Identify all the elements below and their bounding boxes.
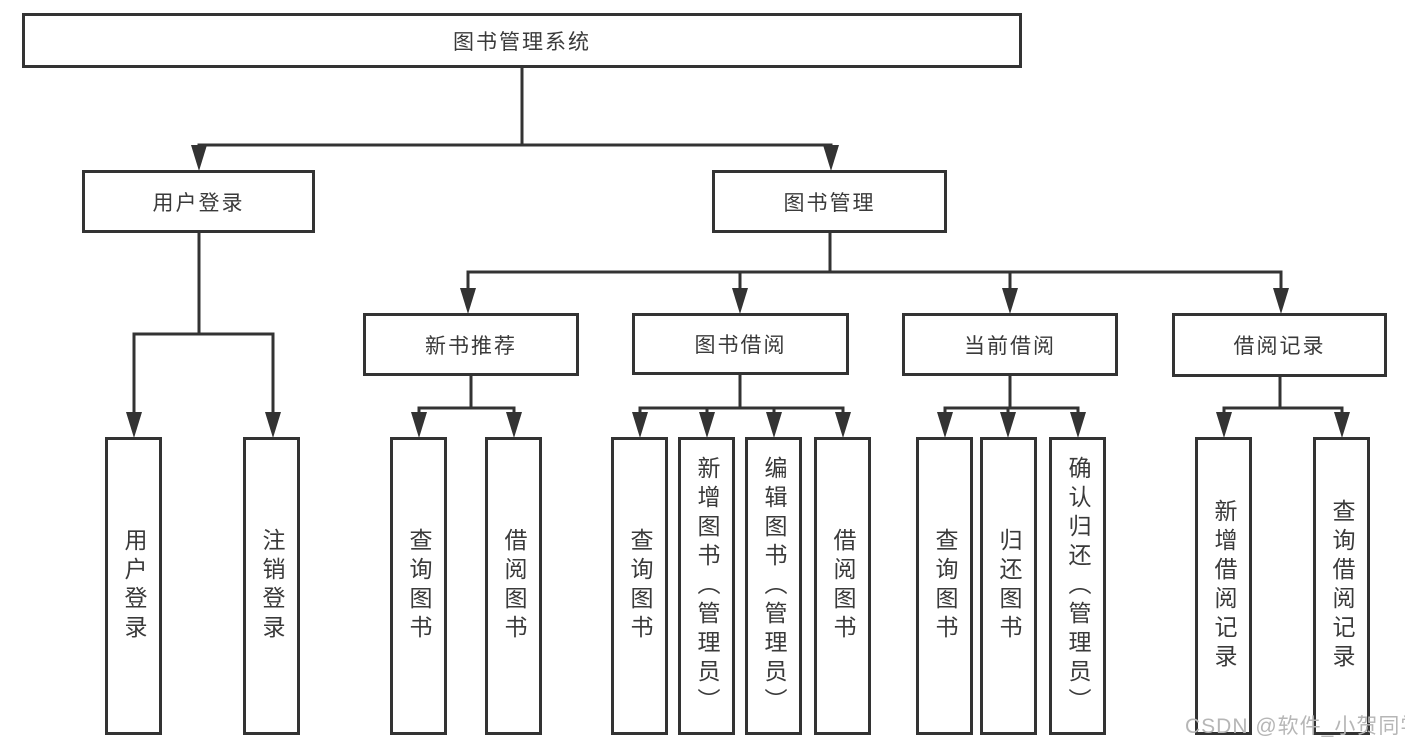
leaf-recommend-borrow-books-label: 借阅图书 [501, 528, 527, 644]
node-user-login: 用户登录 [82, 170, 315, 233]
leaf-current-return-books-label: 归还图书 [996, 528, 1022, 644]
leaf-records-query-record: 查询借阅记录 [1313, 437, 1370, 735]
csdn-watermark: CSDN @软件_小贺同学 [1185, 715, 1405, 738]
node-borrow-records-label: 借阅记录 [1233, 335, 1326, 358]
leaf-records-add-record-label: 新增借阅记录 [1211, 499, 1237, 673]
leaf-borrowing-query-books: 查询图书 [611, 437, 668, 735]
leaf-current-confirm-return-admin-label: 确认归还（管理员） [1065, 455, 1091, 717]
node-root: 图书管理系统 [22, 13, 1022, 68]
leaf-logout-label: 注销登录 [259, 528, 285, 644]
leaf-current-return-books: 归还图书 [980, 437, 1037, 735]
leaf-borrowing-add-books-admin-label: 新增图书（管理员） [694, 455, 720, 717]
leaf-borrowing-add-books-admin: 新增图书（管理员） [678, 437, 735, 735]
leaf-records-query-record-label: 查询借阅记录 [1329, 499, 1355, 673]
node-book-borrowing: 图书借阅 [632, 313, 849, 375]
leaf-borrowing-query-books-label: 查询图书 [627, 528, 653, 644]
node-book-management: 图书管理 [712, 170, 947, 233]
leaf-records-add-record: 新增借阅记录 [1195, 437, 1252, 735]
node-book-borrowing-label: 图书借阅 [694, 334, 787, 357]
node-new-book-recommend: 新书推荐 [363, 313, 579, 376]
leaf-recommend-borrow-books: 借阅图书 [485, 437, 542, 735]
node-new-book-recommend-label: 新书推荐 [425, 334, 517, 358]
leaf-borrowing-borrow-books-label: 借阅图书 [830, 528, 856, 644]
node-borrow-records: 借阅记录 [1172, 313, 1387, 377]
node-current-borrowing-label: 当前借阅 [964, 334, 1056, 358]
leaf-current-query-books: 查询图书 [916, 437, 973, 735]
node-book-management-label: 图书管理 [783, 191, 876, 215]
leaf-current-confirm-return-admin: 确认归还（管理员） [1049, 437, 1106, 735]
node-root-label: 图书管理系统 [453, 30, 591, 54]
leaf-logout: 注销登录 [243, 437, 300, 735]
node-user-login-label: 用户登录 [152, 191, 245, 215]
leaf-user-login-label: 用户登录 [121, 528, 147, 644]
leaf-recommend-query-books: 查询图书 [390, 437, 447, 735]
leaf-current-query-books-label: 查询图书 [932, 528, 958, 644]
leaf-borrowing-edit-books-admin: 编辑图书（管理员） [745, 437, 802, 735]
leaf-user-login: 用户登录 [105, 437, 162, 735]
node-current-borrowing: 当前借阅 [902, 313, 1118, 376]
leaf-borrowing-borrow-books: 借阅图书 [814, 437, 871, 735]
leaf-recommend-query-books-label: 查询图书 [406, 528, 432, 644]
leaf-borrowing-edit-books-admin-label: 编辑图书（管理员） [761, 455, 787, 717]
